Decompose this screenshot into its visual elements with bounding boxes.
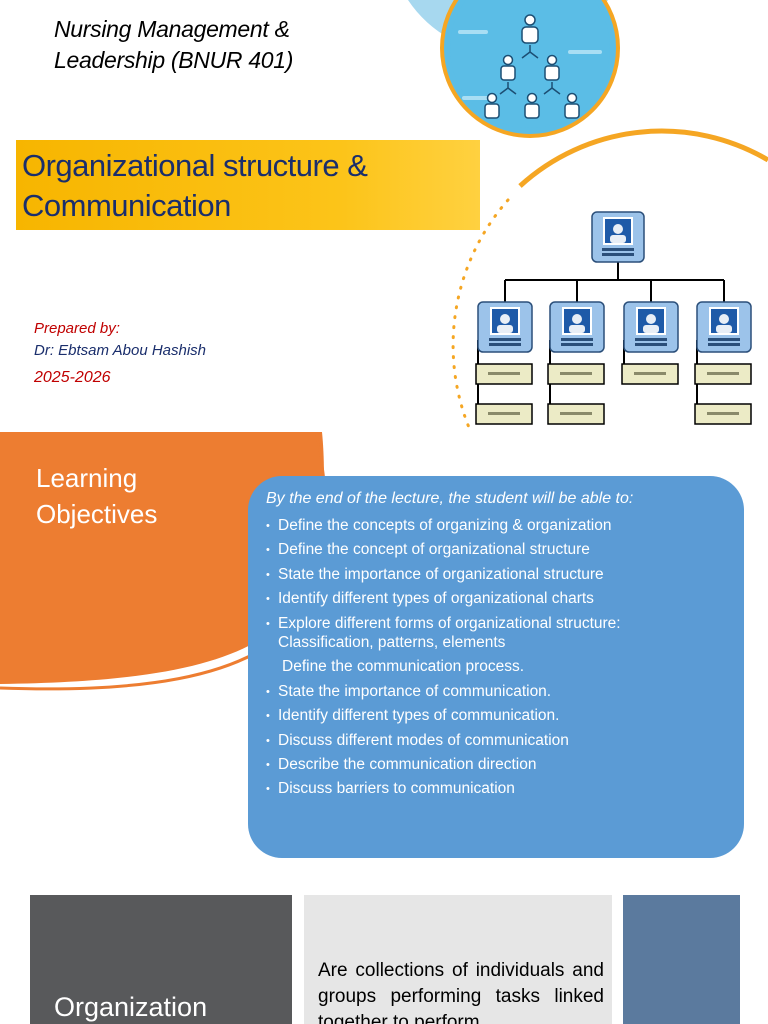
list-item: •Explore different forms of organization… <box>266 614 621 652</box>
dark-panel <box>30 895 292 1024</box>
title-graphic <box>408 0 768 432</box>
organization-definition: Are collections of individuals and group… <box>318 960 604 1024</box>
learning-objectives-title: Learning Objectives <box>36 463 158 529</box>
title-band <box>16 140 480 230</box>
main-title: Organizational structure & Communication <box>22 148 368 223</box>
list-item: •Identify different types of organizatio… <box>266 590 594 608</box>
definition-panel <box>304 895 612 1024</box>
objectives-list: •Define the concepts of organizing & org… <box>264 514 728 802</box>
list-item: •Discuss barriers to communication <box>266 780 515 798</box>
prepared-by-label: Prepared by: <box>34 320 120 337</box>
org-hierarchy-icon <box>408 0 620 138</box>
objectives-box: By the end of the lecture, the student w… <box>248 476 744 858</box>
list-item: Define the communication process. <box>282 658 525 676</box>
list-item: •State the importance of organizational … <box>266 565 604 583</box>
list-item: •Discuss different modes of communicatio… <box>266 731 569 749</box>
slide-organization: Organization Are collections of individu… <box>0 868 768 1024</box>
objectives-intro: By the end of the lecture, the student w… <box>266 490 634 507</box>
list-item: •Define the concepts of organizing & org… <box>266 517 612 534</box>
author-name: Dr: Ebtsam Abou Hashish <box>34 342 207 359</box>
blue-panel <box>623 895 740 1024</box>
list-item: •Describe the communication direction <box>266 756 537 774</box>
academic-year: 2025-2026 <box>34 369 111 386</box>
list-item: •Identify different types of communicati… <box>266 707 560 725</box>
course-title: Nursing Management & Leadership (BNUR 40… <box>54 16 294 73</box>
slide-title: Nursing Management & Leadership (BNUR 40… <box>0 0 768 432</box>
list-item: •State the importance of communication. <box>266 682 552 700</box>
slide-learning-objectives: Learning Objectives By the end of the le… <box>0 432 768 868</box>
organization-heading: Organization <box>54 992 208 1022</box>
list-item: •Define the concept of organizational st… <box>266 541 590 559</box>
org-chart-diagram <box>475 211 752 425</box>
